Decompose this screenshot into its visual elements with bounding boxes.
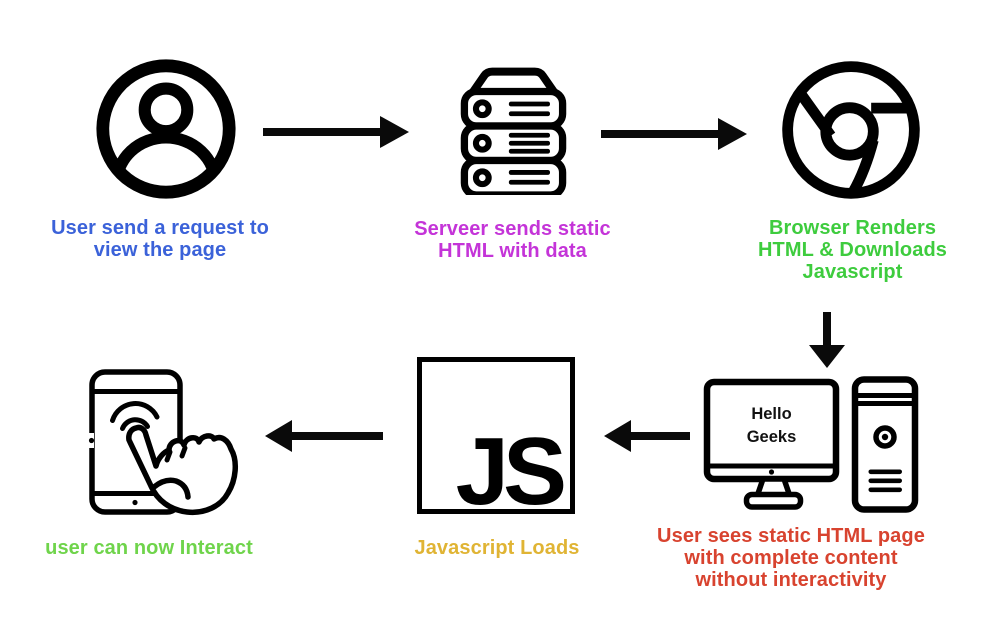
caption-static-html-page: User sees static HTML page with complete… (635, 525, 947, 591)
tower-power-dot (881, 433, 889, 441)
caption-line: user can now Interact (45, 537, 253, 559)
caption-line: Serveer sends static (414, 218, 611, 240)
screen-text-line: Hello (751, 405, 791, 423)
phone-touch-icon (87, 369, 238, 516)
caption-javascript-loads: Javascript Loads (387, 537, 607, 559)
server-led (472, 133, 492, 153)
user-outline-circle (96, 59, 236, 199)
arrow-server-to-browser (601, 118, 747, 150)
server-top (469, 67, 558, 96)
user-shoulders (110, 131, 222, 185)
caption-line: User send a request to (51, 217, 269, 239)
desktop-computer-icon: Hello Geeks (703, 376, 919, 513)
caption-line: HTML with data (438, 240, 587, 262)
tower-vents (868, 469, 902, 493)
arrow-browser-to-page (809, 312, 845, 368)
monitor-power-dot (768, 469, 775, 475)
chrome-outer-circle (782, 61, 920, 199)
caption-server-static: Serveer sends static HTML with data (385, 218, 640, 262)
chrome-spoke (795, 89, 836, 139)
caption-line: Browser Renders (768, 217, 937, 239)
server-led (472, 168, 492, 188)
phone-side-dot (88, 437, 95, 444)
user-head (138, 82, 194, 138)
screen-text-line: Geeks (747, 428, 797, 446)
touch-hand (126, 424, 238, 516)
caption-user-request: User send a request to view the page (10, 217, 310, 261)
js-logo-icon: JS (417, 357, 575, 514)
caption-user-interact: user can now Interact (8, 537, 290, 559)
chrome-browser-icon (782, 61, 920, 199)
caption-browser-renders: Browser Renders HTML & Downloads Javascr… (725, 217, 980, 283)
server-unit (460, 156, 567, 195)
user-circle-icon (96, 59, 236, 199)
server-stack-icon (460, 67, 567, 195)
hand-thumb (151, 477, 191, 500)
screen-text: Hello Geeks (747, 405, 797, 446)
arrow-user-to-server (263, 116, 409, 148)
server-led (472, 99, 492, 119)
caption-line: User sees static HTML page (657, 525, 925, 547)
caption-line: Javascript (802, 261, 903, 283)
caption-line: view the page (93, 239, 227, 261)
tap-waves (110, 401, 160, 431)
server-slots (508, 101, 550, 185)
arrow-page-to-js (604, 420, 690, 452)
caption-line: HTML & Downloads (757, 239, 947, 261)
phone-home-dot (132, 499, 138, 506)
chrome-spoke (848, 138, 879, 195)
monitor-base (743, 491, 804, 510)
hand-finger-folds (164, 445, 188, 463)
caption-line: without interactivity (695, 569, 887, 591)
arrow-js-to-phone (265, 420, 383, 452)
js-logo-text: JS (455, 417, 567, 514)
caption-line: Javascript Loads (414, 537, 580, 559)
caption-line: with complete content (684, 547, 898, 569)
